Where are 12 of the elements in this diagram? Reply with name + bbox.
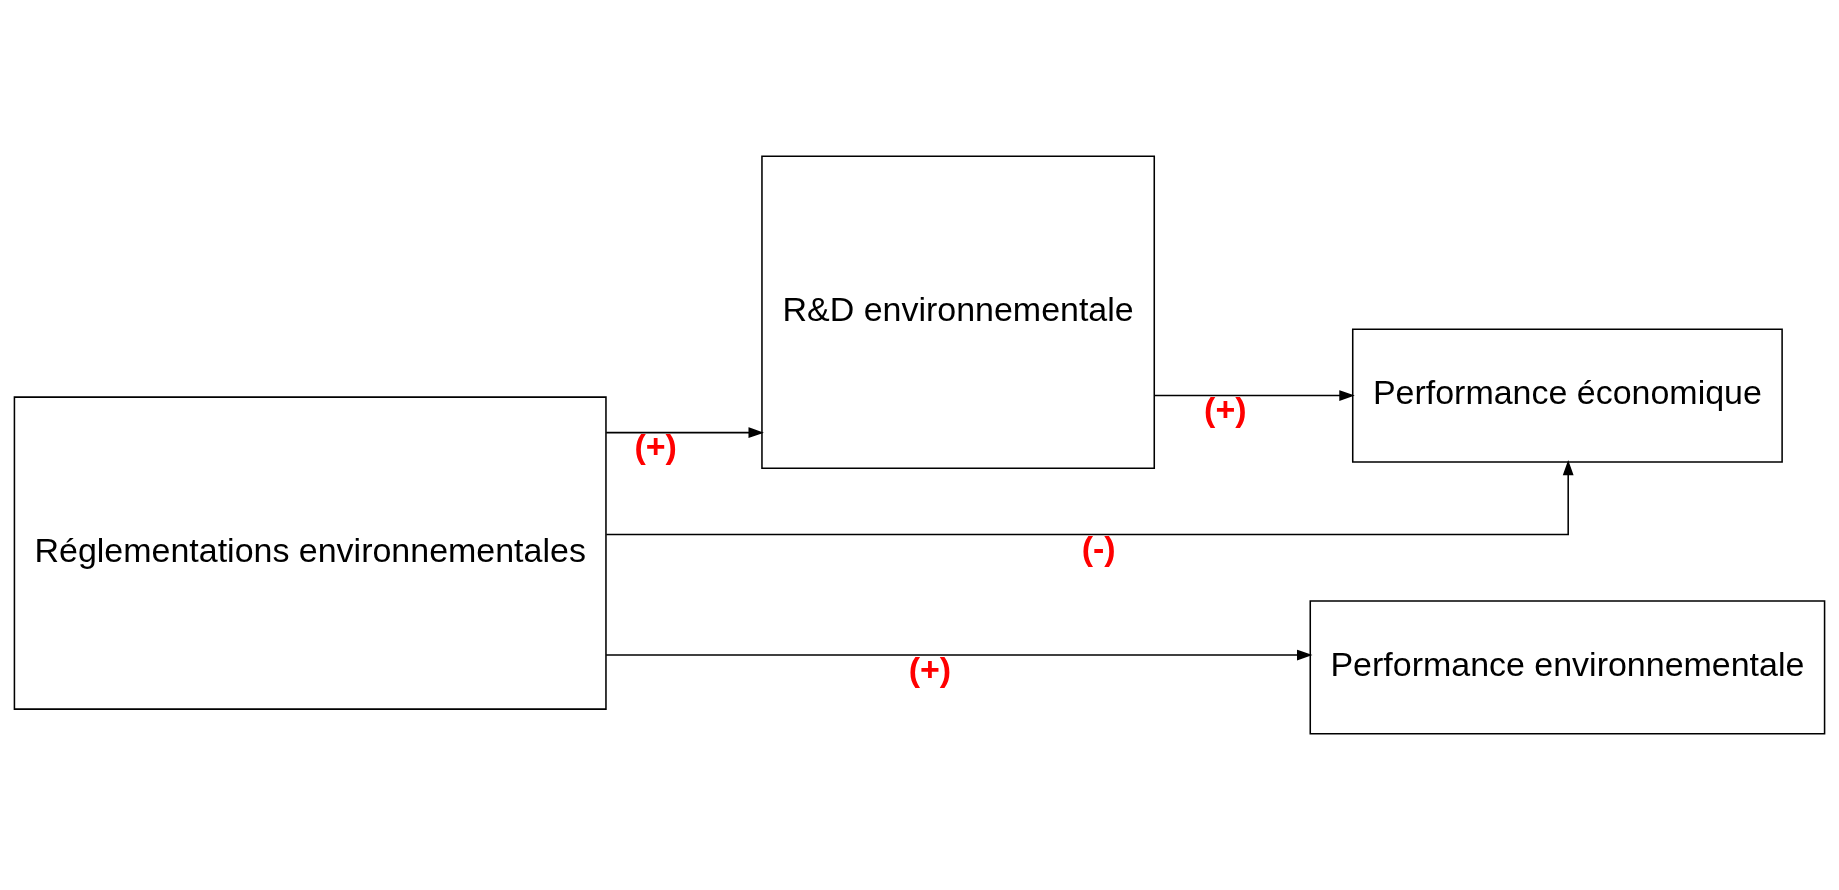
edge-label: (+) <box>634 427 677 466</box>
arrow <box>605 427 764 439</box>
edge-label: (+) <box>908 649 952 688</box>
edge-label: (-) <box>1081 529 1116 568</box>
arrow <box>605 649 1313 661</box>
node-box: Performance économique <box>1351 328 1783 463</box>
edge-label: (+) <box>1204 390 1247 429</box>
arrow <box>605 459 1574 536</box>
node-box: R&D environnementale <box>761 155 1156 469</box>
node-box: Réglementations environnementales <box>13 396 607 710</box>
node-box: Performance environnementale <box>1309 600 1826 735</box>
arrow <box>1153 390 1355 401</box>
